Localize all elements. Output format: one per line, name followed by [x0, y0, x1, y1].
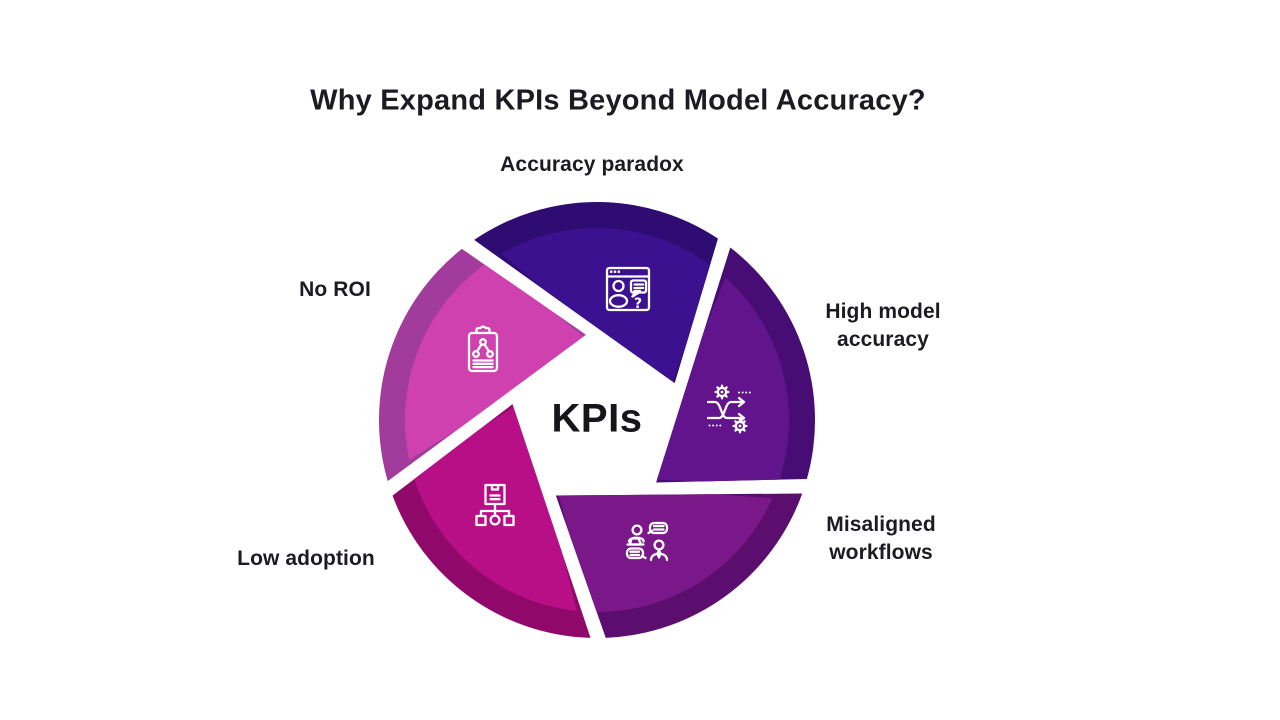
- segment-label-high-model-accuracy: High model accuracy: [825, 300, 941, 351]
- segment-high-model-accuracy-body: [644, 277, 789, 486]
- center-kpis-label: KPIs: [551, 396, 643, 441]
- segment-misaligned-workflows: [555, 483, 803, 638]
- segment-no-roi-body: [405, 260, 593, 460]
- segment-label-no-roi: No ROI: [299, 278, 371, 302]
- segment-high-model-accuracy: [644, 247, 816, 486]
- segment-no-roi: [379, 248, 593, 482]
- kpi-shutter-wheel: ?: [379, 201, 816, 638]
- page-title: Why Expand KPIs Beyond Model Accuracy?: [310, 84, 926, 117]
- segment-misaligned-workflows-body: [555, 483, 773, 612]
- segment-label-low-adoption: Low adoption: [237, 547, 375, 571]
- segment-label-accuracy-paradox: Accuracy paradox: [500, 153, 684, 177]
- segment-label-misaligned-workflows: Misaligned workflows: [826, 513, 936, 564]
